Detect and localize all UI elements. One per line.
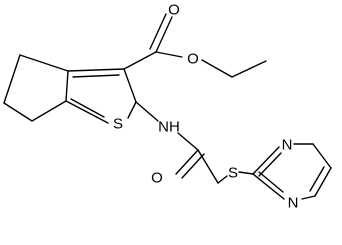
amide-linker <box>135 101 228 184</box>
atom-n-pyrimidine-top: N <box>282 137 293 154</box>
atom-o-ester-carbonyl: O <box>168 2 180 19</box>
atom-nh-amide: NH <box>158 119 180 136</box>
atom-n-pyrimidine-bottom: N <box>288 195 299 212</box>
atom-o-amide: O <box>151 170 163 187</box>
ethyl-ester-group <box>123 13 267 78</box>
cyclopentane-ring <box>3 54 69 122</box>
atom-o-ester-ether: O <box>187 51 199 68</box>
atom-s-thiophene: S <box>113 116 123 133</box>
pyrimidine-ring <box>252 143 332 200</box>
thioether-linker <box>238 171 254 175</box>
thiophene-ring <box>65 68 137 124</box>
atom-s-thioether: S <box>228 165 238 182</box>
